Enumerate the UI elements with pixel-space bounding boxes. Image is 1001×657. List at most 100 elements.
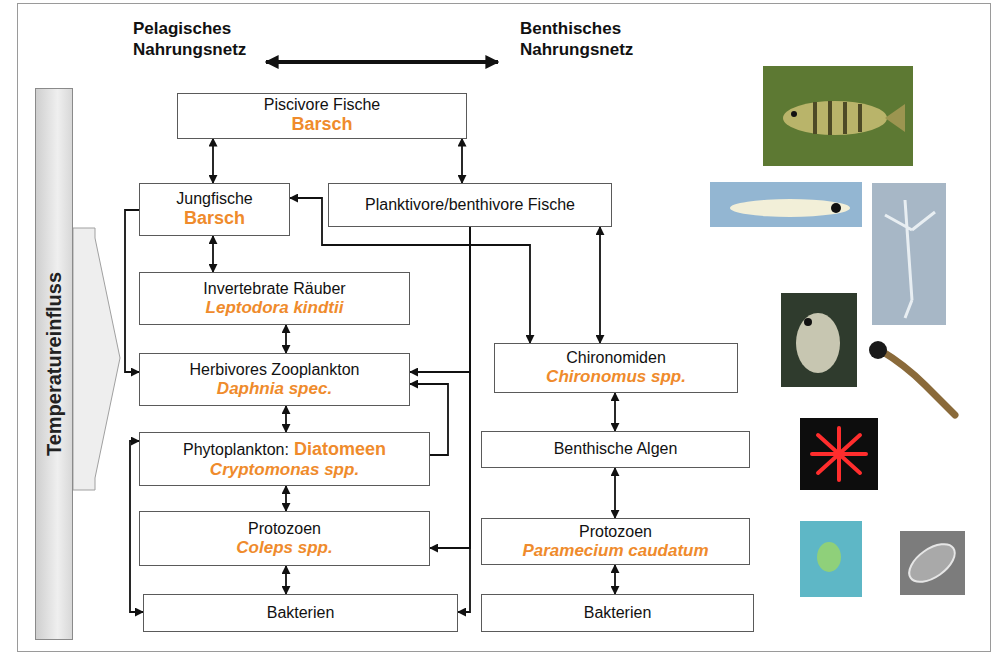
box-text: Bakterien <box>584 604 652 622</box>
food-web-box: Bakterien <box>143 594 458 632</box>
photo-paramecium <box>900 531 965 595</box>
species-name: Diatomeen <box>294 439 386 459</box>
photo-shade <box>763 66 913 166</box>
fish-tail <box>885 104 905 132</box>
food-web-arrow <box>614 468 616 518</box>
text-line: Chironomiden <box>546 349 686 367</box>
axis-label: Temperatureinfluss <box>43 272 65 456</box>
group-name: Phytoplankton: <box>183 441 289 458</box>
food-web-box: Planktivore/benthivore Fische <box>328 183 612 227</box>
box-text: Bakterien <box>267 604 335 622</box>
food-web-box: Piscivore FischeBarsch <box>177 93 467 139</box>
photo-diatom <box>800 418 878 490</box>
chironomus-head <box>869 341 887 359</box>
daphnia-body <box>796 313 840 373</box>
group-name: Planktivore/benthivore Fische <box>365 196 575 213</box>
group-name: Benthische Algen <box>554 440 678 457</box>
photo-larva <box>710 182 862 227</box>
group-name: Protozoen <box>248 520 321 537</box>
box-text: Invertebrate RäuberLeptodora kindtii <box>203 280 345 318</box>
species-name: Barsch <box>184 208 245 228</box>
paramecium-cell <box>903 537 962 590</box>
text-line: Paramecium caudatum <box>522 541 708 561</box>
text-line: Barsch <box>176 208 253 229</box>
text-line: Coleps spp. <box>236 538 332 558</box>
group-name: Bakterien <box>267 604 335 621</box>
group-name: Jungfische <box>176 190 253 207</box>
food-web-arrow <box>285 566 287 594</box>
network-heading: Benthisches Nahrungsnetz <box>520 18 645 61</box>
food-web-arrow <box>285 486 287 511</box>
text-line: Leptodora kindtii <box>203 298 345 318</box>
food-web-box: Benthische Algen <box>481 431 750 468</box>
text-line: Jungfische <box>176 190 253 208</box>
box-text: ProtozoenColeps spp. <box>236 520 332 558</box>
photo-leptodora <box>872 183 946 325</box>
text-line: Barsch <box>264 114 380 135</box>
food-web-box: ProtozoenColeps spp. <box>139 511 430 566</box>
fish-eye <box>791 111 797 117</box>
group-name: Chironomiden <box>566 349 666 366</box>
food-web-arrow <box>461 139 463 184</box>
food-web-arrow <box>430 227 470 548</box>
group-name: Invertebrate Räuber <box>203 280 345 297</box>
food-web-box: Phytoplankton: DiatomeenCryptomonas spp. <box>139 432 430 486</box>
photo-perch <box>763 66 913 166</box>
species-name: Cryptomonas spp. <box>210 460 359 479</box>
larva-eye <box>831 203 841 213</box>
food-web-box: Herbivores ZooplanktonDaphnia spec. <box>139 353 410 406</box>
box-text: Phytoplankton: DiatomeenCryptomonas spp. <box>183 439 386 479</box>
text-line: Daphnia spec. <box>190 379 360 399</box>
food-web-box: Bakterien <box>481 594 754 632</box>
box-text: Piscivore FischeBarsch <box>264 96 380 135</box>
box-text: Benthische Algen <box>554 440 678 458</box>
food-web-arrow <box>125 210 139 372</box>
cryptomonas-cell <box>817 542 841 572</box>
photo-chironomus <box>862 335 965 420</box>
species-name: Chironomus spp. <box>546 367 686 386</box>
text-line: Bakterien <box>267 604 335 622</box>
rotated-label-holder: Temperatureinfluss <box>43 272 66 456</box>
text-line: Planktivore/benthivore Fische <box>365 196 575 214</box>
species-name: Barsch <box>291 114 352 134</box>
temperature-arrow: Temperatureinfluss <box>35 88 73 640</box>
larva-body <box>730 199 850 217</box>
daphnia-eye <box>804 318 812 326</box>
network-heading: Pelagisches Nahrungsnetz <box>133 18 258 61</box>
group-name: Piscivore Fische <box>264 96 380 113</box>
text-line: Benthische Algen <box>554 440 678 458</box>
group-name: Protozoen <box>579 523 652 540</box>
box-text: ProtozoenParamecium caudatum <box>522 523 708 561</box>
diatom-star <box>812 428 866 480</box>
temperature-chevron <box>73 228 120 490</box>
fish-body <box>783 101 887 135</box>
double-arrow <box>266 60 498 64</box>
species-name: Paramecium caudatum <box>522 541 708 560</box>
food-web-box: Invertebrate RäuberLeptodora kindtii <box>139 272 410 325</box>
box-text: Planktivore/benthivore Fische <box>365 196 575 214</box>
photo-daphnia <box>781 293 857 387</box>
frame <box>18 4 991 652</box>
text-line: Herbivores Zooplankton <box>190 361 360 379</box>
text-line: Protozoen <box>522 523 708 541</box>
food-web-arrow <box>599 227 601 343</box>
food-web-arrow <box>212 139 214 184</box>
food-web-arrow <box>285 406 287 432</box>
food-web-arrow <box>458 227 470 612</box>
food-web-box: ChironomidenChironomus spp. <box>494 343 738 393</box>
photo-cryptomonas <box>800 521 862 597</box>
group-name: Herbivores Zooplankton <box>190 361 360 378</box>
species-name: Leptodora kindtii <box>206 298 344 317</box>
box-text: Herbivores ZooplanktonDaphnia spec. <box>190 361 360 399</box>
fish-stripes <box>815 101 860 135</box>
text-line: Cryptomonas spp. <box>183 460 386 480</box>
text-line: Protozoen <box>236 520 332 538</box>
chironomus-body <box>880 350 955 415</box>
food-web-arrow <box>212 236 214 272</box>
food-web-arrow <box>410 227 470 372</box>
group-name: Bakterien <box>584 604 652 621</box>
text-line: Bakterien <box>584 604 652 622</box>
text-line: Piscivore Fische <box>264 96 380 114</box>
text-line: Invertebrate Räuber <box>203 280 345 298</box>
